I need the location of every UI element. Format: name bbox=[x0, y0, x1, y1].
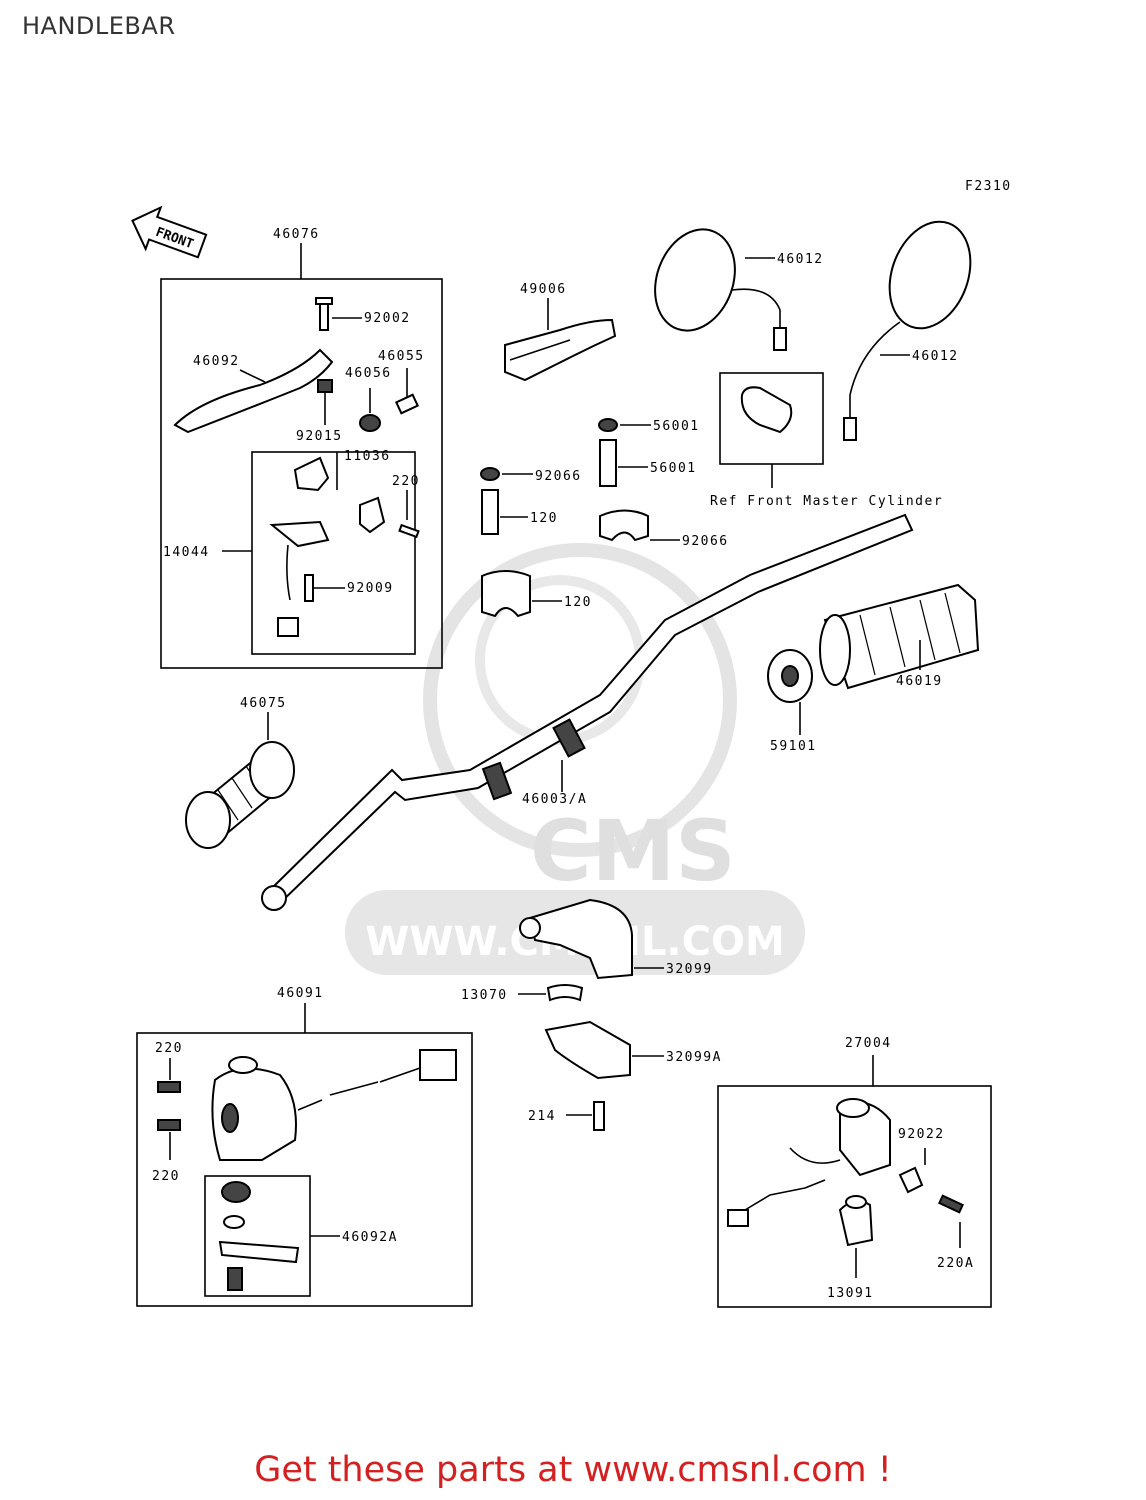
left-switch-group: 46091 220 220 46092A bbox=[136, 986, 473, 1307]
callout-46092a: 46092A bbox=[342, 1230, 398, 1245]
figure-code: F2310 bbox=[965, 179, 1012, 194]
callout-92015: 92015 bbox=[296, 429, 343, 444]
callout-220-c: 220 bbox=[152, 1169, 180, 1184]
callout-220a: 220A bbox=[937, 1256, 974, 1271]
mirror-group: 46012 46012 Ref Front Master Cylinder bbox=[654, 220, 972, 509]
callout-120-a: 56001 bbox=[650, 461, 697, 476]
callout-56001-a: 46012 bbox=[777, 252, 824, 267]
callout-214: 214 bbox=[528, 1109, 556, 1124]
callout-46003a: 46003/A bbox=[522, 792, 587, 807]
left-grip-group: 46075 bbox=[185, 696, 295, 849]
callout-220-a: 220 bbox=[392, 474, 420, 489]
callout-46092: 46092 bbox=[193, 354, 240, 369]
callout-92066-b: 92066 bbox=[535, 469, 582, 484]
lower-center-parts: 32099 13070 32099A 214 bbox=[461, 898, 722, 1131]
callout-32099a: 32099A bbox=[666, 1050, 722, 1065]
callout-46056: 46056 bbox=[345, 366, 392, 381]
callout-13070: 13070 bbox=[461, 988, 508, 1003]
callout-46012-b: 120 bbox=[564, 595, 592, 610]
parts-diagram: CMS WWW.CMSNL.COM F2310 FRONT 46076 9200… bbox=[131, 179, 1012, 1308]
callout-11036: 11036 bbox=[344, 449, 391, 464]
callout-59101: 59101 bbox=[770, 739, 817, 754]
callout-13091: 13091 bbox=[827, 1286, 874, 1301]
callout-220-b: 220 bbox=[155, 1041, 183, 1056]
callout-120-b: 120 bbox=[530, 511, 558, 526]
watermark-brand: CMS bbox=[530, 802, 736, 900]
callout-46076: 46076 bbox=[273, 227, 320, 242]
callout-46091: 46091 bbox=[277, 986, 324, 1001]
footer-cta-link[interactable]: Get these parts at www.cmsnl.com ! bbox=[254, 1450, 892, 1490]
callout-46055: 46055 bbox=[378, 349, 425, 364]
callout-46019: 46019 bbox=[896, 674, 943, 689]
handlebar: 46003/A bbox=[261, 513, 914, 911]
callout-92009: 92009 bbox=[347, 581, 394, 596]
callout-27004: 27004 bbox=[845, 1036, 892, 1051]
throttle-grip-group: 46019 59101 bbox=[767, 583, 980, 754]
clutch-lever-group: 46076 92002 46092 92015 46055 46056 1404… bbox=[160, 227, 443, 669]
callout-32099: 32099 bbox=[666, 962, 713, 977]
page-title: HANDLEBAR bbox=[22, 12, 176, 40]
callout-56001-b: 46012 bbox=[912, 349, 959, 364]
callout-46075: 46075 bbox=[240, 696, 287, 711]
callout-92066-a: 56001 bbox=[653, 419, 700, 434]
callout-46012-a: 92066 bbox=[682, 534, 729, 549]
right-switch-group: 27004 92022 220A 13091 bbox=[717, 1036, 992, 1308]
ref-front-master-cylinder: Ref Front Master Cylinder bbox=[710, 494, 943, 509]
callout-14044: 14044 bbox=[163, 545, 210, 560]
upper-center-parts: 49006 56001 56001 92066 120 92066 120 bbox=[480, 282, 729, 618]
callout-92022: 92022 bbox=[898, 1127, 945, 1142]
callout-49006: 49006 bbox=[520, 282, 567, 297]
front-arrow-icon: FRONT bbox=[131, 205, 208, 259]
callout-92002: 92002 bbox=[364, 311, 411, 326]
